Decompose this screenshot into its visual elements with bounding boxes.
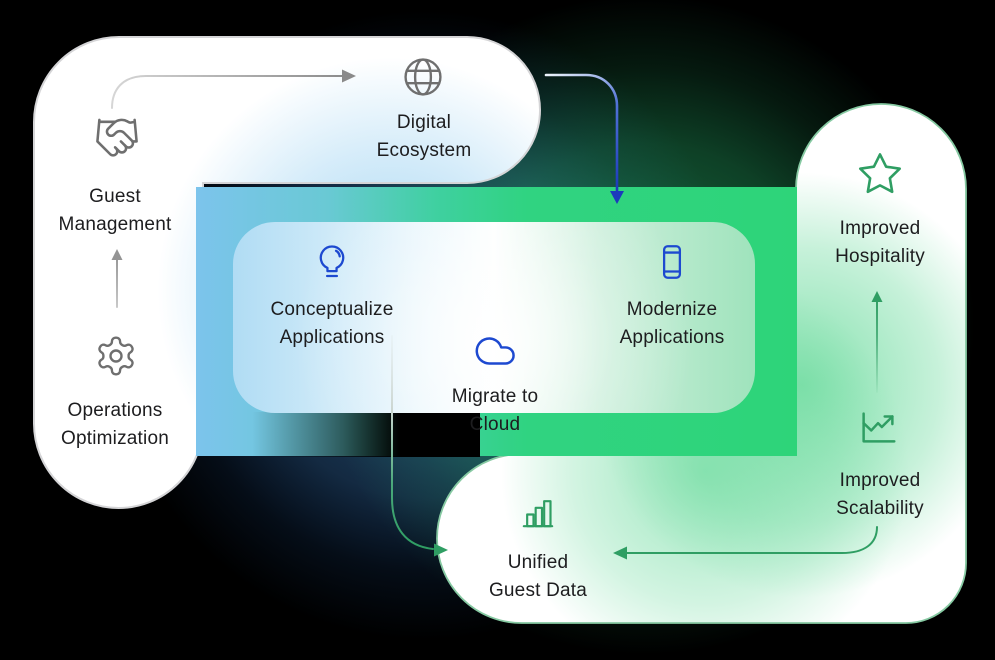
right-bottom-panel-shape	[436, 103, 967, 624]
gear-icon	[94, 334, 138, 378]
handshake-icon	[94, 114, 141, 161]
smartphone-icon	[651, 241, 693, 283]
arrow-digital-to-center	[544, 73, 624, 204]
guest-management-label: Guest Management	[58, 186, 172, 235]
left-panel-shape	[33, 36, 541, 509]
star-icon	[856, 150, 904, 198]
operations-optimization-label: Operations Optimization	[61, 400, 169, 449]
modernize-applications-label: Modernize Applications	[619, 299, 725, 348]
arrow-scalability-to-hospitality	[871, 291, 883, 393]
arrow-scalability-to-unified	[613, 526, 878, 560]
digital-ecosystem-label: Digital Ecosystem	[376, 112, 472, 161]
arrow-center-to-unified	[391, 335, 448, 557]
improved-hospitality-label: Improved Hospitality	[835, 218, 925, 267]
improved-scalability-label: Improved Scalability	[836, 470, 924, 519]
unified-guest-data-label: Unified Guest Data	[488, 552, 588, 601]
migrate-to-cloud-label: Migrate to Cloud	[451, 386, 539, 435]
inner-panel	[233, 222, 755, 413]
line-chart-icon	[855, 404, 901, 450]
background-cutout	[252, 412, 480, 457]
arrow-operations-to-guest	[111, 249, 123, 308]
cloud-icon	[472, 328, 518, 374]
bar-chart-icon	[518, 492, 558, 532]
arrow-guest-to-digital	[111, 69, 356, 109]
globe-icon	[401, 55, 445, 99]
lightbulb-icon	[311, 241, 353, 283]
conceptualize-applications-label: Conceptualize Applications	[270, 299, 394, 348]
